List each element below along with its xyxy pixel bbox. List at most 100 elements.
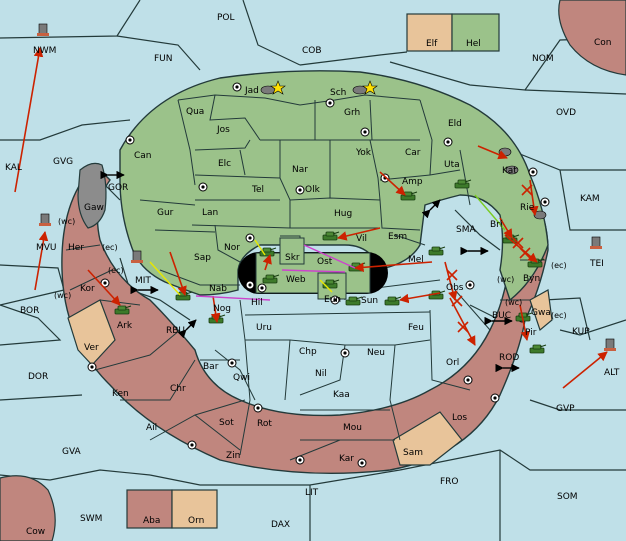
province-cow[interactable] — [0, 475, 56, 541]
label-kam: KAM — [580, 194, 600, 204]
coast-ec-gwa: (ec) — [551, 311, 567, 320]
label-sch: Sch — [330, 88, 346, 98]
label-neu: Neu — [367, 348, 385, 358]
legend-elf — [406, 13, 453, 52]
label-qua: Qua — [186, 107, 204, 117]
province-skr[interactable] — [279, 237, 305, 265]
label-nab: Nab — [209, 284, 227, 294]
label-qwi: Qwi — [233, 373, 250, 383]
convoy-line — [474, 194, 506, 231]
province-gaw[interactable] — [77, 162, 107, 229]
coast-wc-mvu: (wc) — [58, 217, 75, 226]
coast-ec-kor: (ec) — [108, 266, 124, 275]
label-som: SOM — [557, 492, 578, 502]
label-ovd: OVD — [556, 108, 576, 118]
label-nom: NOM — [532, 54, 554, 64]
label-kat: Kat — [502, 166, 517, 176]
label-mvu: MVU — [36, 243, 57, 253]
label-rod: ROD — [499, 353, 519, 363]
central-provinces — [255, 252, 371, 294]
label-ver: Ver — [84, 343, 99, 353]
label-ost: Ost — [317, 257, 333, 267]
label-bri: Brí — [490, 220, 503, 230]
label-sma: SMA — [456, 225, 476, 235]
label-mit: MIT — [135, 276, 151, 286]
label-grh: Grh — [344, 108, 360, 118]
label-elc: Elc — [218, 159, 231, 169]
label-aba: Aba — [143, 516, 160, 526]
green-landmass — [119, 70, 549, 302]
support-orders — [195, 244, 356, 301]
label-los: Los — [452, 413, 467, 423]
label-kar: Kar — [339, 454, 354, 464]
label-dax: DAX — [271, 520, 290, 530]
coast-labels: (wc) (ec) (ec) (wc) (wc) (ec) (wc) (ec) — [54, 217, 567, 320]
label-gor: GOR — [108, 183, 128, 193]
label-tei: TEI — [589, 259, 604, 269]
label-hel: Hel — [466, 39, 481, 49]
label-amp: Amp — [402, 177, 423, 187]
label-gur: Gur — [157, 208, 174, 218]
label-ark: Ark — [117, 321, 133, 331]
label-byn: Byn — [523, 274, 540, 284]
label-gvp: GVP — [556, 404, 575, 414]
label-kal: KAL — [5, 163, 22, 173]
label-zin: Zin — [226, 451, 240, 461]
label-rot: Rot — [257, 419, 272, 429]
label-uta: Uta — [444, 160, 460, 170]
label-web: Web — [286, 275, 306, 285]
label-hil: Hil — [251, 298, 263, 308]
label-lan: Lan — [202, 208, 218, 218]
label-sap: Sap — [194, 253, 211, 263]
label-her: Her — [68, 243, 84, 253]
label-swm: SWM — [80, 514, 102, 524]
label-mou: Mou — [343, 423, 362, 433]
province-ver[interactable] — [67, 299, 116, 366]
coast-wc-byn: (wc) — [497, 275, 514, 284]
label-sam: Sam — [403, 448, 423, 458]
coast-ec-her: (ec) — [102, 243, 118, 252]
label-kup: KUP — [572, 327, 590, 337]
province-con[interactable] — [558, 0, 626, 76]
coast-ec-byn: (ec) — [551, 261, 567, 270]
label-kaa: Kaa — [333, 390, 350, 400]
label-elf: Elf — [426, 39, 438, 49]
legend-hel — [451, 13, 500, 52]
label-skr: Skr — [285, 253, 300, 263]
label-uru: Uru — [256, 323, 272, 333]
label-nwm: NWM — [33, 46, 56, 56]
province-gwa[interactable] — [529, 289, 553, 332]
label-hug: Hug — [334, 209, 352, 219]
label-cob: COB — [302, 46, 322, 56]
label-orn: Orn — [188, 516, 204, 526]
label-con: Con — [594, 38, 612, 48]
label-gvg: GVG — [53, 157, 73, 167]
legend-orn — [171, 489, 218, 529]
label-dor: DOR — [28, 372, 48, 382]
coast-wc-gwa: (wc) — [505, 298, 522, 307]
label-esm: Esm — [388, 232, 407, 242]
label-eun: Eun — [324, 295, 341, 305]
label-orl: Orl — [446, 358, 459, 368]
label-feu: Feu — [408, 323, 424, 333]
province-sam[interactable] — [392, 411, 463, 466]
map-labels: POL COB FUN NOM OVD Con KAM KAL GVG BOR … — [5, 13, 620, 537]
label-nor: Nor — [224, 243, 240, 253]
label-buc: BUC — [492, 311, 511, 321]
label-bar: Bar — [203, 362, 219, 372]
label-kor: Kor — [80, 284, 95, 294]
label-gva: GVA — [62, 447, 82, 457]
star-markers — [270, 80, 378, 95]
label-vil: Vil — [356, 234, 367, 244]
label-nar: Nar — [292, 165, 308, 175]
label-olk: Olk — [305, 185, 321, 195]
failed-order-marks — [446, 184, 533, 333]
label-ail: Ail — [146, 423, 157, 433]
label-gaw: Gaw — [84, 203, 104, 213]
label-jad: Jad — [244, 86, 259, 96]
label-ken: Ken — [112, 389, 129, 399]
label-pir: Pir — [525, 328, 537, 338]
